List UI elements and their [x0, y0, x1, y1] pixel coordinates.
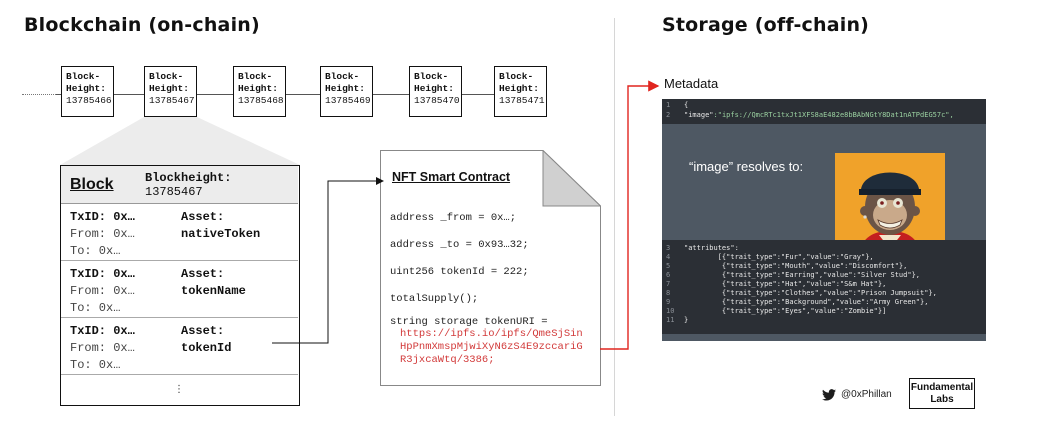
json-attribute: {"trait_type":"Background","value":"Army…: [684, 298, 929, 306]
metadata-label: Metadata: [664, 76, 719, 91]
twitter-handle: @0xPhillan: [841, 389, 892, 400]
contract-title: NFT Smart Contract: [392, 170, 511, 184]
uri-to-metadata-arrow: [600, 80, 660, 350]
block-height-label: Block-Height:: [414, 71, 454, 94]
json-attribute: {"trait_type":"Clothes","value":"Prison …: [684, 289, 937, 297]
block-height-value: 13785469: [325, 95, 371, 106]
block-title: Block: [70, 176, 114, 193]
more-transactions-ellipsis: ⋮: [174, 384, 184, 395]
code-line-tokenuri: string storage tokenURI =: [390, 316, 548, 328]
json-attribute: [{"trait_type":"Fur","value":"Gray"},: [684, 253, 874, 261]
blockheight-label: Blockheight:: [145, 171, 232, 185]
blockheight-value: 13785467: [145, 185, 203, 199]
json-image-value: :"ipfs://QmcRTc1txJt1XFS8aE482e8bBAbNGtY…: [713, 111, 954, 119]
block-height-label: Block-Height:: [499, 71, 539, 94]
block-height-value: 13785467: [149, 95, 195, 106]
image-resolves-text: “image” resolves to:: [689, 159, 804, 174]
json-attribute: {"trait_type":"Hat","value":"S&m Hat"},: [684, 280, 887, 288]
json-line: }: [684, 316, 689, 324]
chain-block-selected: Block-Height: 13785467: [144, 66, 197, 117]
code-line-to: address _to = 0x93…32;: [390, 239, 529, 251]
chain-link: [462, 94, 494, 95]
chain-link: [197, 94, 233, 95]
asset-value: nativeToken: [181, 227, 261, 241]
json-image-key: "image": [684, 111, 714, 119]
transaction-row: TxID: 0x… From: 0x… To: 0x… Asset: token…: [61, 262, 298, 318]
line-number: 9: [666, 298, 671, 306]
line-number: 3: [666, 244, 671, 252]
code-line-from: address _from = 0x…;: [390, 212, 517, 224]
transaction-row: TxID: 0x… From: 0x… To: 0x… Asset: token…: [61, 319, 298, 375]
token-uri-line: R3jxcaWtq/3386;: [400, 354, 495, 366]
chain-link: [373, 94, 409, 95]
asset-label: Asset:: [181, 267, 225, 281]
token-uri-line: HpPnmXmspMjwiXyN6zS4E9zccariG: [400, 341, 583, 353]
line-number: 7: [666, 280, 671, 288]
transaction-row: TxID: 0x… From: 0x… To: 0x… Asset: nativ…: [61, 205, 298, 261]
chain-continuation: [22, 94, 56, 95]
chain-block: Block-Height: 13785470: [409, 66, 462, 117]
tx-to: To: 0x…: [70, 358, 121, 372]
line-number: 4: [666, 253, 671, 261]
line-number: 1: [666, 101, 671, 109]
chain-block: Block-Height: 13785471: [494, 66, 547, 117]
block-height-label: Block-Height:: [325, 71, 365, 94]
block-height-value: 13785468: [238, 95, 284, 106]
asset-value: tokenId: [181, 341, 232, 355]
heading-off-chain: Storage (off-chain): [662, 14, 870, 36]
block-height-value: 13785470: [414, 95, 460, 106]
document-shape: [380, 150, 601, 386]
block-height-label: Block-Height:: [238, 71, 278, 94]
zoom-funnel: [60, 117, 300, 165]
json-attribute: {"trait_type":"Mouth","value":"Discomfor…: [684, 262, 908, 270]
block-detail: Block Blockheight: 13785467 TxID: 0x… Fr…: [60, 165, 300, 406]
section-divider: [614, 18, 615, 416]
chain-link: [56, 94, 61, 95]
block-height-value: 13785466: [66, 95, 112, 106]
twitter-icon: [822, 389, 836, 401]
json-line: {: [684, 101, 689, 109]
json-attributes-line: "attributes":: [684, 244, 739, 252]
block-height-label: Block-Height:: [66, 71, 106, 94]
heading-on-chain: Blockchain (on-chain): [24, 14, 260, 36]
chain-block: Block-Height: 13785468: [233, 66, 286, 117]
chain-block: Block-Height: 13785466: [61, 66, 114, 117]
line-number: 2: [666, 111, 671, 119]
json-attribute: {"trait_type":"Eyes","value":"Zombie"}]: [684, 307, 887, 315]
line-number: 8: [666, 289, 671, 297]
tx-id: TxID: 0x…: [70, 324, 135, 338]
token-uri-line: https://ipfs.io/ipfs/QmeSjSin: [400, 328, 583, 340]
logo-line: Fundamental: [910, 382, 974, 393]
asset-value: tokenName: [181, 284, 246, 298]
metadata-json-editor: “image” resolves to: 1 2 { "image":"ipfs…: [662, 99, 986, 341]
chain-link: [286, 94, 320, 95]
asset-label: Asset:: [181, 324, 225, 338]
block-height-label: Block-Height:: [149, 71, 189, 94]
tx-to: To: 0x…: [70, 244, 121, 258]
line-number: 6: [666, 271, 671, 279]
tx-from: From: 0x…: [70, 227, 135, 241]
tx-from: From: 0x…: [70, 284, 135, 298]
nft-smart-contract: NFT Smart Contract address _from = 0x…; …: [380, 150, 601, 386]
logo-line: Labs: [930, 394, 954, 405]
tx-id: TxID: 0x…: [70, 210, 135, 224]
asset-label: Asset:: [181, 210, 225, 224]
line-number: 5: [666, 262, 671, 270]
line-number: 10: [666, 307, 675, 315]
json-image-line: "image":"ipfs://QmcRTc1txJt1XFS8aE482e8b…: [684, 111, 954, 119]
block-header: Block Blockheight: 13785467: [61, 166, 298, 204]
chain-block: Block-Height: 13785469: [320, 66, 373, 117]
line-number: 11: [666, 316, 675, 324]
block-height-value: 13785471: [499, 95, 545, 106]
code-line-totalsupply: totalSupply();: [390, 293, 479, 305]
json-attribute: {"trait_type":"Earring","value":"Silver …: [684, 271, 921, 279]
fundamental-labs-logo: Fundamental Labs: [909, 378, 975, 409]
code-line-tokenid: uint256 tokenId = 222;: [390, 266, 529, 278]
tx-from: From: 0x…: [70, 341, 135, 355]
tx-to: To: 0x…: [70, 301, 121, 315]
chain-link: [114, 94, 144, 95]
tx-id: TxID: 0x…: [70, 267, 135, 281]
